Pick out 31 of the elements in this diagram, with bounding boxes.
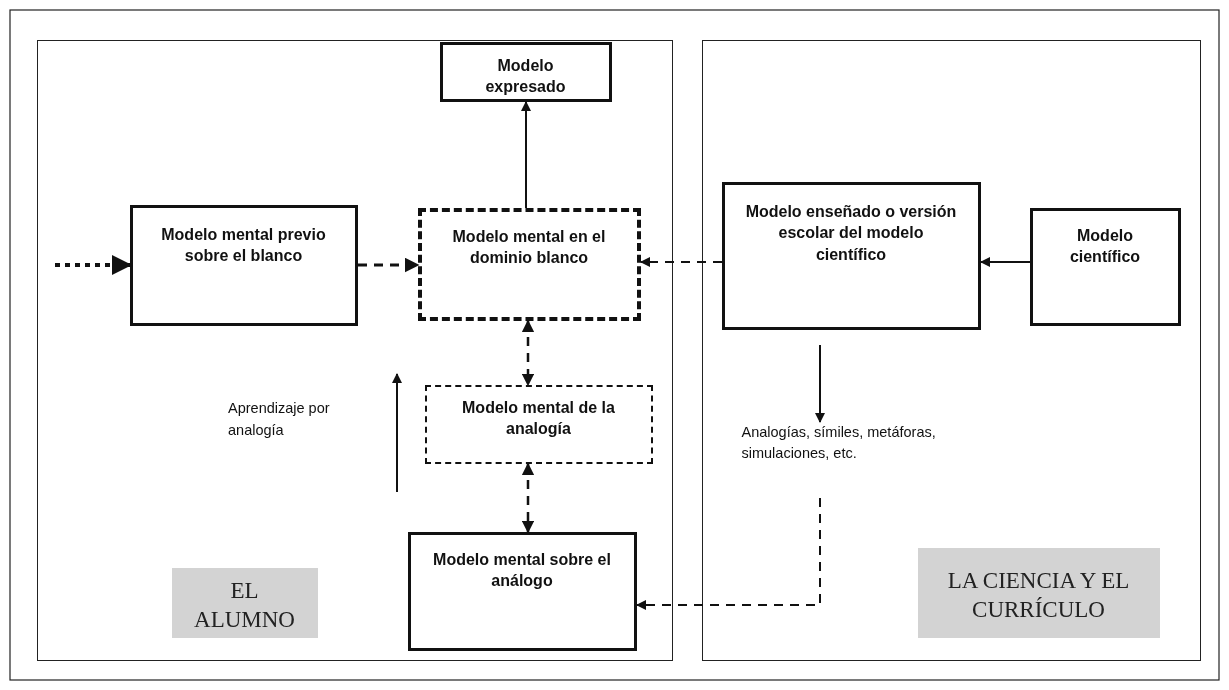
node-label: Modelo mental sobre el análogo: [432, 549, 612, 592]
panel-box: [37, 40, 673, 661]
node-label: Modelo enseñado o versión escolar del modelo científico: [744, 201, 958, 265]
arrow: [815, 344, 825, 423]
process-box: [1029, 207, 1181, 326]
arrow: [636, 497, 821, 610]
node-label: Modelo científico: [1068, 225, 1142, 268]
arrow: [358, 257, 420, 273]
title-box: [917, 547, 1160, 638]
process-box: [439, 41, 612, 102]
process-box: [407, 531, 637, 651]
arrow: [980, 257, 1031, 267]
node-label: Modelo expresado: [484, 55, 567, 98]
arrow: [521, 101, 531, 209]
node-label: Modelo mental previo sobre el blanco: [160, 224, 327, 267]
node-label: Modelo mental de la analogía: [461, 397, 616, 440]
process-box: [129, 204, 358, 326]
node-label: LA CIENCIA Y EL CURRÍCULO: [946, 566, 1131, 624]
panel-box: [702, 40, 1201, 661]
side-label: Aprendizaje por analogía: [228, 399, 331, 440]
node-label: Modelo mental en el dominio blanco: [451, 226, 607, 269]
process-box: [424, 384, 653, 464]
process-box: [417, 207, 641, 321]
title-box: [171, 567, 318, 638]
arrow: [640, 257, 723, 267]
arrow: [55, 255, 132, 275]
process-box: [721, 181, 981, 330]
arrow: [521, 319, 535, 387]
annotation-text: Analogías, símiles, metáforas, simulaciones, etc.: [741, 422, 937, 464]
node-label: EL ALUMNO: [193, 576, 296, 634]
arrow: [521, 462, 535, 534]
